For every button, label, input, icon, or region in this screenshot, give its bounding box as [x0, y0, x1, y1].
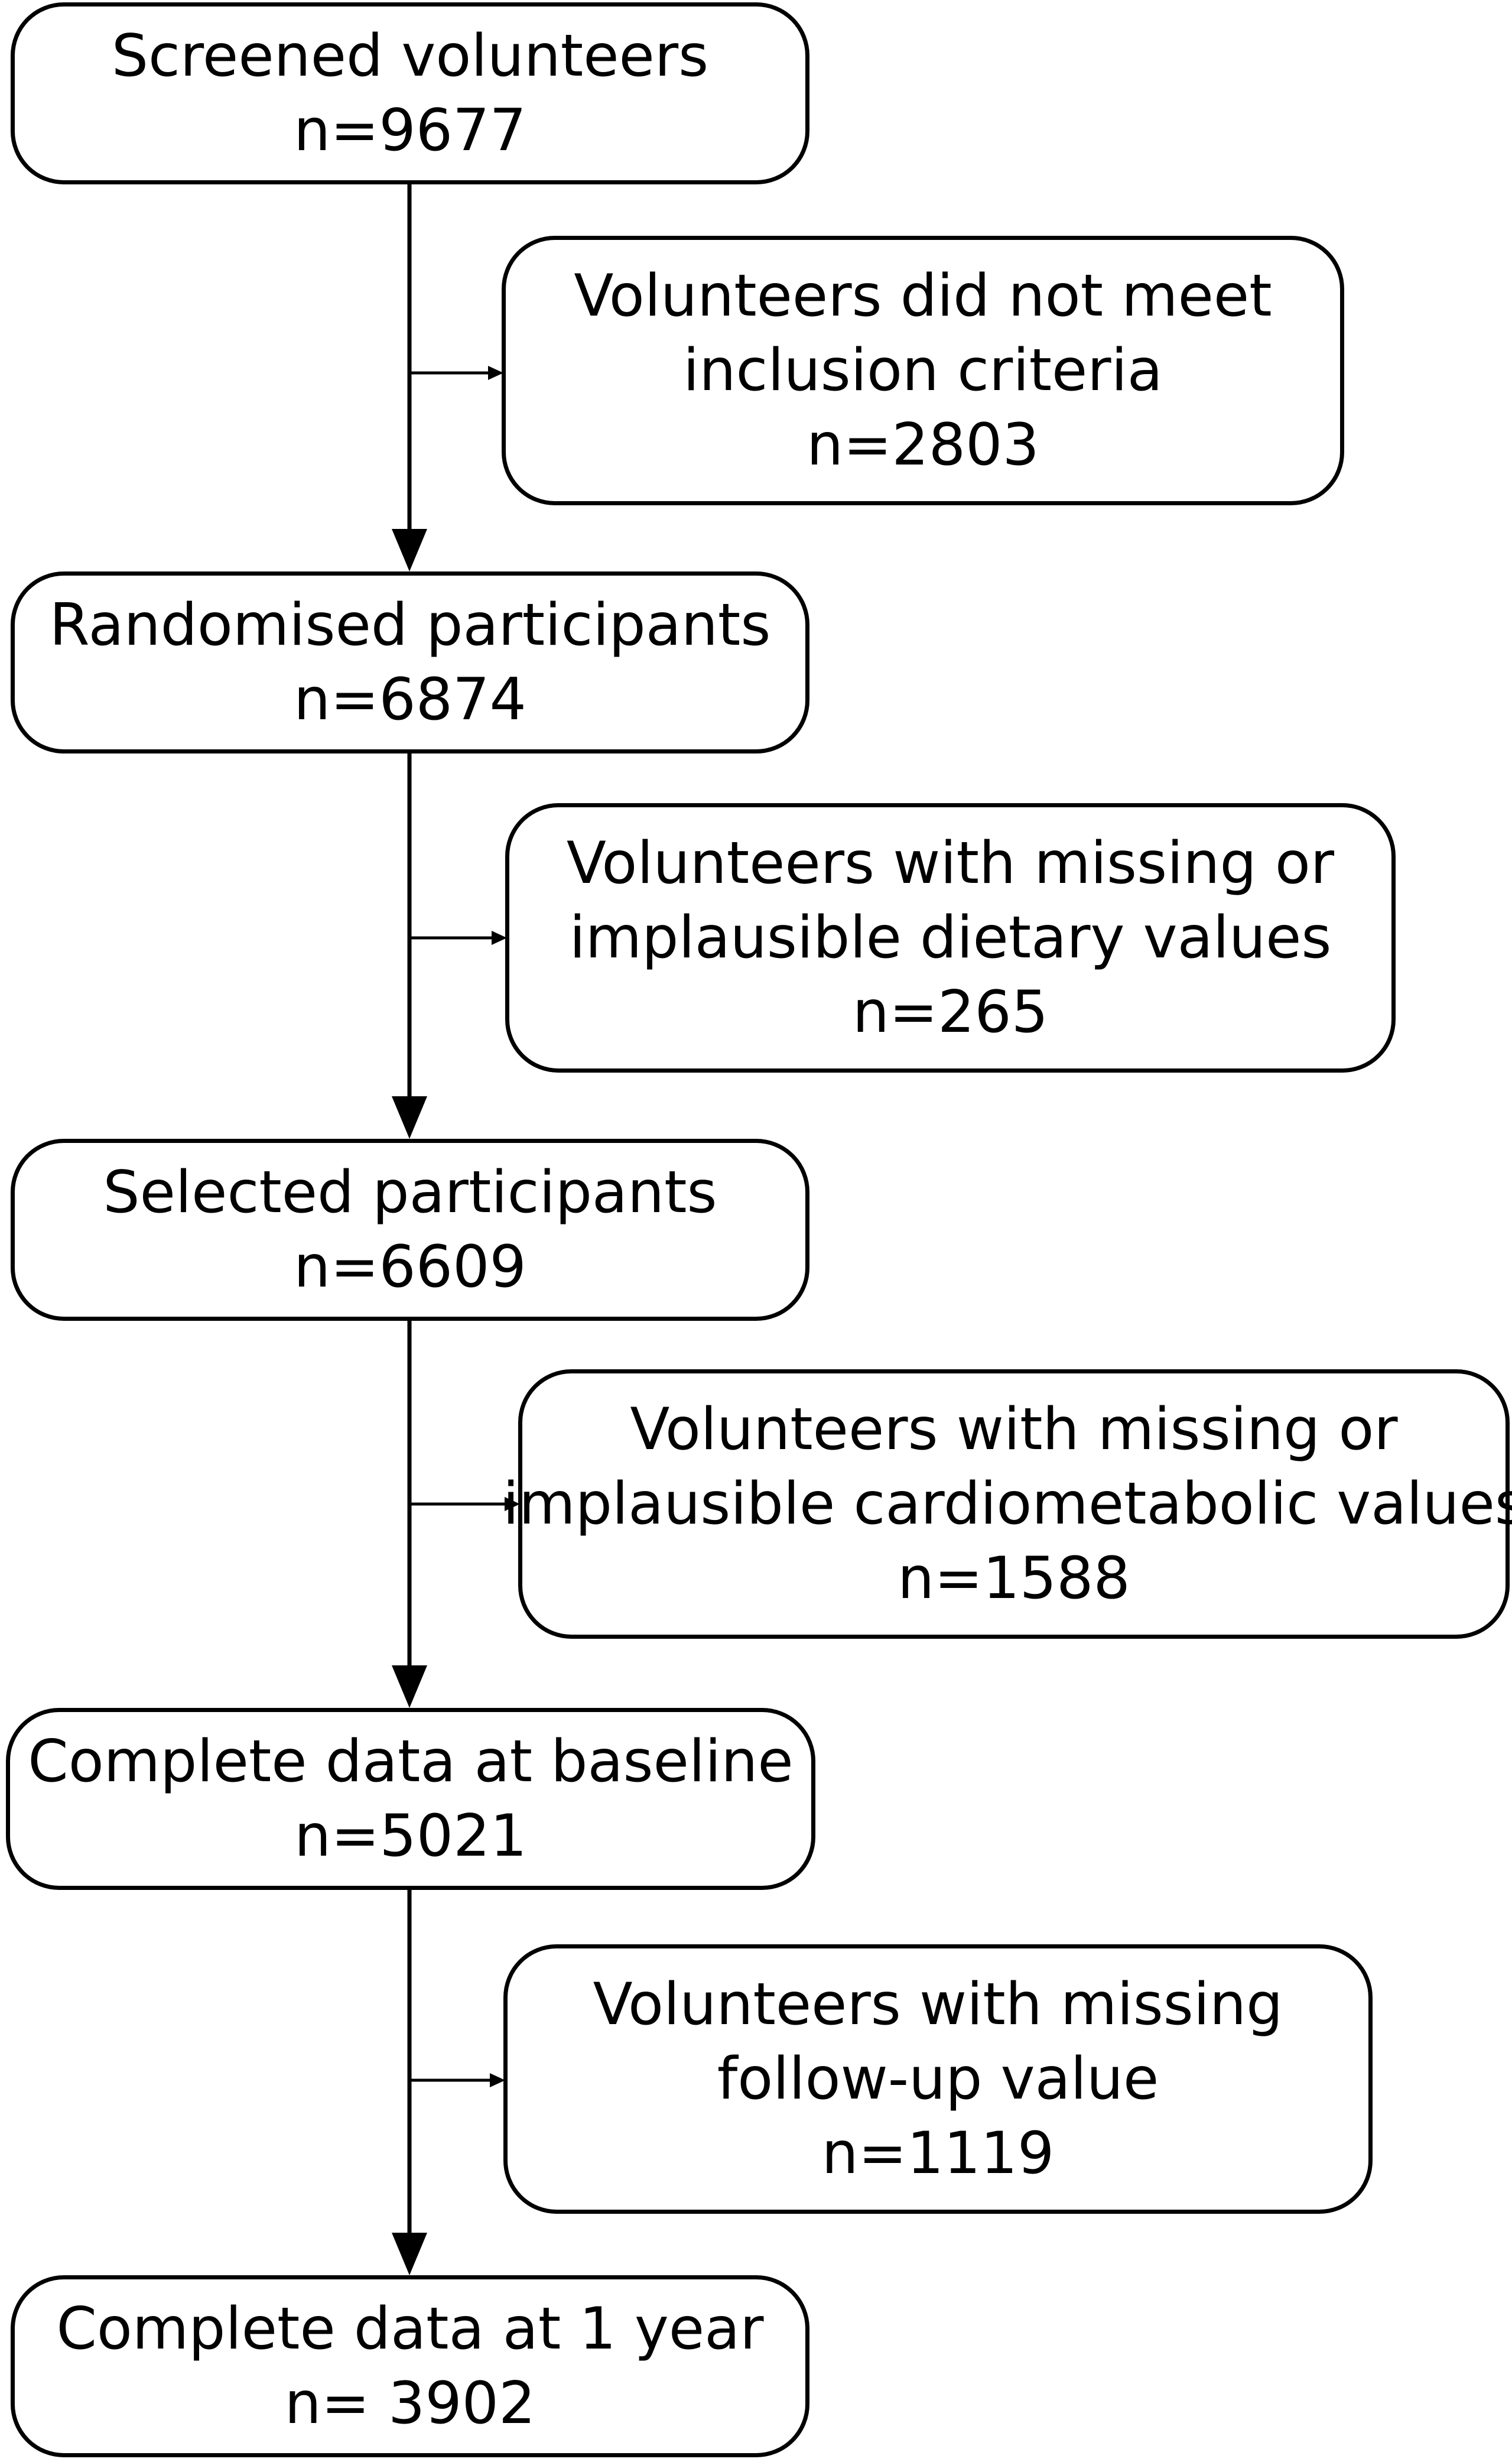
exclusion-box-follow-up-value: Volunteers with missing follow-up value …	[503, 1944, 1373, 2214]
step-title: Screened volunteers	[111, 22, 709, 90]
branch-arrowhead-3	[505, 1497, 520, 1511]
step-box-complete-data-baseline: Complete data at baseline n=5021	[6, 1708, 815, 1890]
step-count: n=9677	[294, 97, 526, 164]
exclusion-line-2: implausible cardiometabolic values	[503, 1470, 1512, 1538]
arrowhead-2	[392, 1096, 427, 1139]
exclusion-line-1: Volunteers with missing	[593, 1971, 1283, 2038]
exclusion-count: n=1119	[821, 2120, 1055, 2187]
exclusion-line-2: inclusion criteria	[683, 337, 1163, 404]
branch-connectors	[409, 371, 507, 2082]
step-count: n=5021	[294, 1802, 527, 1870]
arrowhead-3	[392, 1665, 427, 1708]
arrowhead-1	[392, 529, 427, 571]
step-count: n= 3902	[284, 2370, 536, 2437]
exclusion-box-inclusion-criteria: Volunteers did not meet inclusion criter…	[502, 236, 1344, 505]
step-box-screened-volunteers: Screened volunteers n=9677	[11, 2, 809, 184]
branch-arrowhead-2	[492, 931, 507, 945]
exclusion-line-2: follow-up value	[717, 2045, 1159, 2113]
branch-arrowheads	[488, 366, 520, 2087]
exclusion-line-2: implausible dietary values	[569, 904, 1332, 972]
exclusion-line-1: Volunteers with missing or	[566, 830, 1335, 897]
exclusion-count: n=265	[852, 979, 1049, 1046]
step-count: n=6874	[294, 666, 526, 733]
step-count: n=6609	[294, 1233, 526, 1301]
step-box-randomised-participants: Randomised participants n=6874	[11, 571, 809, 753]
exclusion-box-cardiometabolic-values: Volunteers with missing or implausible c…	[503, 1369, 1512, 1639]
main-arrowheads	[392, 529, 427, 2275]
arrowhead-4	[392, 2233, 427, 2275]
exclusion-count: n=1588	[898, 1545, 1130, 1612]
step-title: Complete data at 1 year	[56, 2295, 764, 2363]
step-box-complete-data-one-year: Complete data at 1 year n= 3902	[11, 2275, 809, 2457]
step-title: Complete data at baseline	[28, 1728, 794, 1795]
step-title: Randomised participants	[49, 592, 771, 659]
exclusion-line-1: Volunteers did not meet	[574, 262, 1272, 330]
exclusion-box-dietary-values: Volunteers with missing or implausible d…	[505, 803, 1396, 1073]
step-box-selected-participants: Selected participants n=6609	[11, 1139, 809, 1321]
exclusion-count: n=2803	[807, 411, 1039, 479]
exclusion-line-1: Volunteers with missing or	[630, 1396, 1398, 1463]
step-title: Selected participants	[103, 1159, 717, 1226]
branch-arrowhead-1	[488, 366, 503, 380]
branch-arrowhead-4	[490, 2073, 505, 2087]
